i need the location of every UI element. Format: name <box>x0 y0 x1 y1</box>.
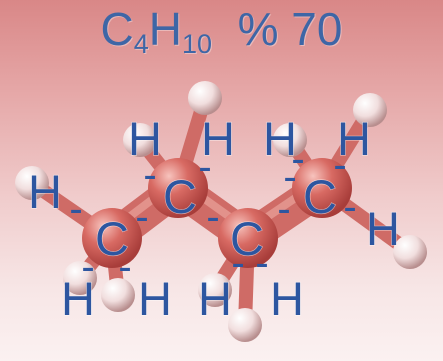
hydrogen-atom-label: H <box>198 272 232 325</box>
hydrogen-atom-sphere <box>101 278 135 312</box>
bond-dash: - <box>255 241 268 285</box>
hydrogen-atom-sphere <box>63 261 97 295</box>
hydrogen-atom-sphere <box>353 93 387 127</box>
bond-dash: - <box>291 137 304 181</box>
carbon-atom-sphere <box>82 208 142 268</box>
hydrogen-atom-sphere <box>123 123 157 157</box>
formula-part: 10 <box>182 29 213 60</box>
bond-dash: - <box>343 185 356 229</box>
bond-dash: - <box>81 245 94 289</box>
hydrogen-atom-sphere <box>228 308 262 342</box>
hydrogen-atom-label: H <box>138 272 172 325</box>
hydrogen-atom-sphere <box>188 81 222 115</box>
hydrogen-atom-label: H <box>366 202 400 255</box>
hydrogen-atom-label: H <box>263 112 297 165</box>
carbon-atom-label: C <box>95 212 129 265</box>
bond-dash: - <box>69 187 82 231</box>
bond-dash: - <box>283 155 296 199</box>
formula-part: C <box>100 3 134 55</box>
formula-part: % 70 <box>212 3 343 55</box>
hydrogen-atom-sphere <box>393 235 427 269</box>
hydrogen-atom-sphere <box>15 166 49 200</box>
formula-part: 4 <box>133 29 149 60</box>
carbon-atom-sphere <box>148 158 208 218</box>
bond-dash: - <box>118 245 131 289</box>
hydrogen-atom-label: H <box>201 112 235 165</box>
hydrogen-atom-label: H <box>337 112 371 165</box>
bond-dash: - <box>198 145 211 189</box>
bond-dash: - <box>206 195 219 239</box>
formula-part: H <box>148 3 183 55</box>
formula-title: C4H10 % 70 <box>0 0 443 65</box>
hydrogen-atom-sphere <box>198 273 232 307</box>
bond-dash: - <box>231 241 244 285</box>
carbon-atom-label: C <box>303 170 337 223</box>
hydrogen-atom-label: H <box>28 165 62 218</box>
hydrogen-atom-label: H <box>270 272 304 325</box>
hydrogen-atom-label: H <box>61 272 95 325</box>
bond-dash: - <box>277 187 290 231</box>
carbon-atom-sphere <box>292 158 352 218</box>
carbon-atom-label: C <box>230 212 264 265</box>
atoms-layer <box>15 81 427 342</box>
bond-dash: - <box>135 195 148 239</box>
hydrogen-atom-label: H <box>128 112 162 165</box>
bond-dash: - <box>333 143 346 187</box>
bond-dash: - <box>143 153 156 197</box>
carbon-atom-label: C <box>163 170 197 223</box>
hydrogen-atom-sphere <box>273 123 307 157</box>
carbon-atom-sphere <box>218 208 278 268</box>
